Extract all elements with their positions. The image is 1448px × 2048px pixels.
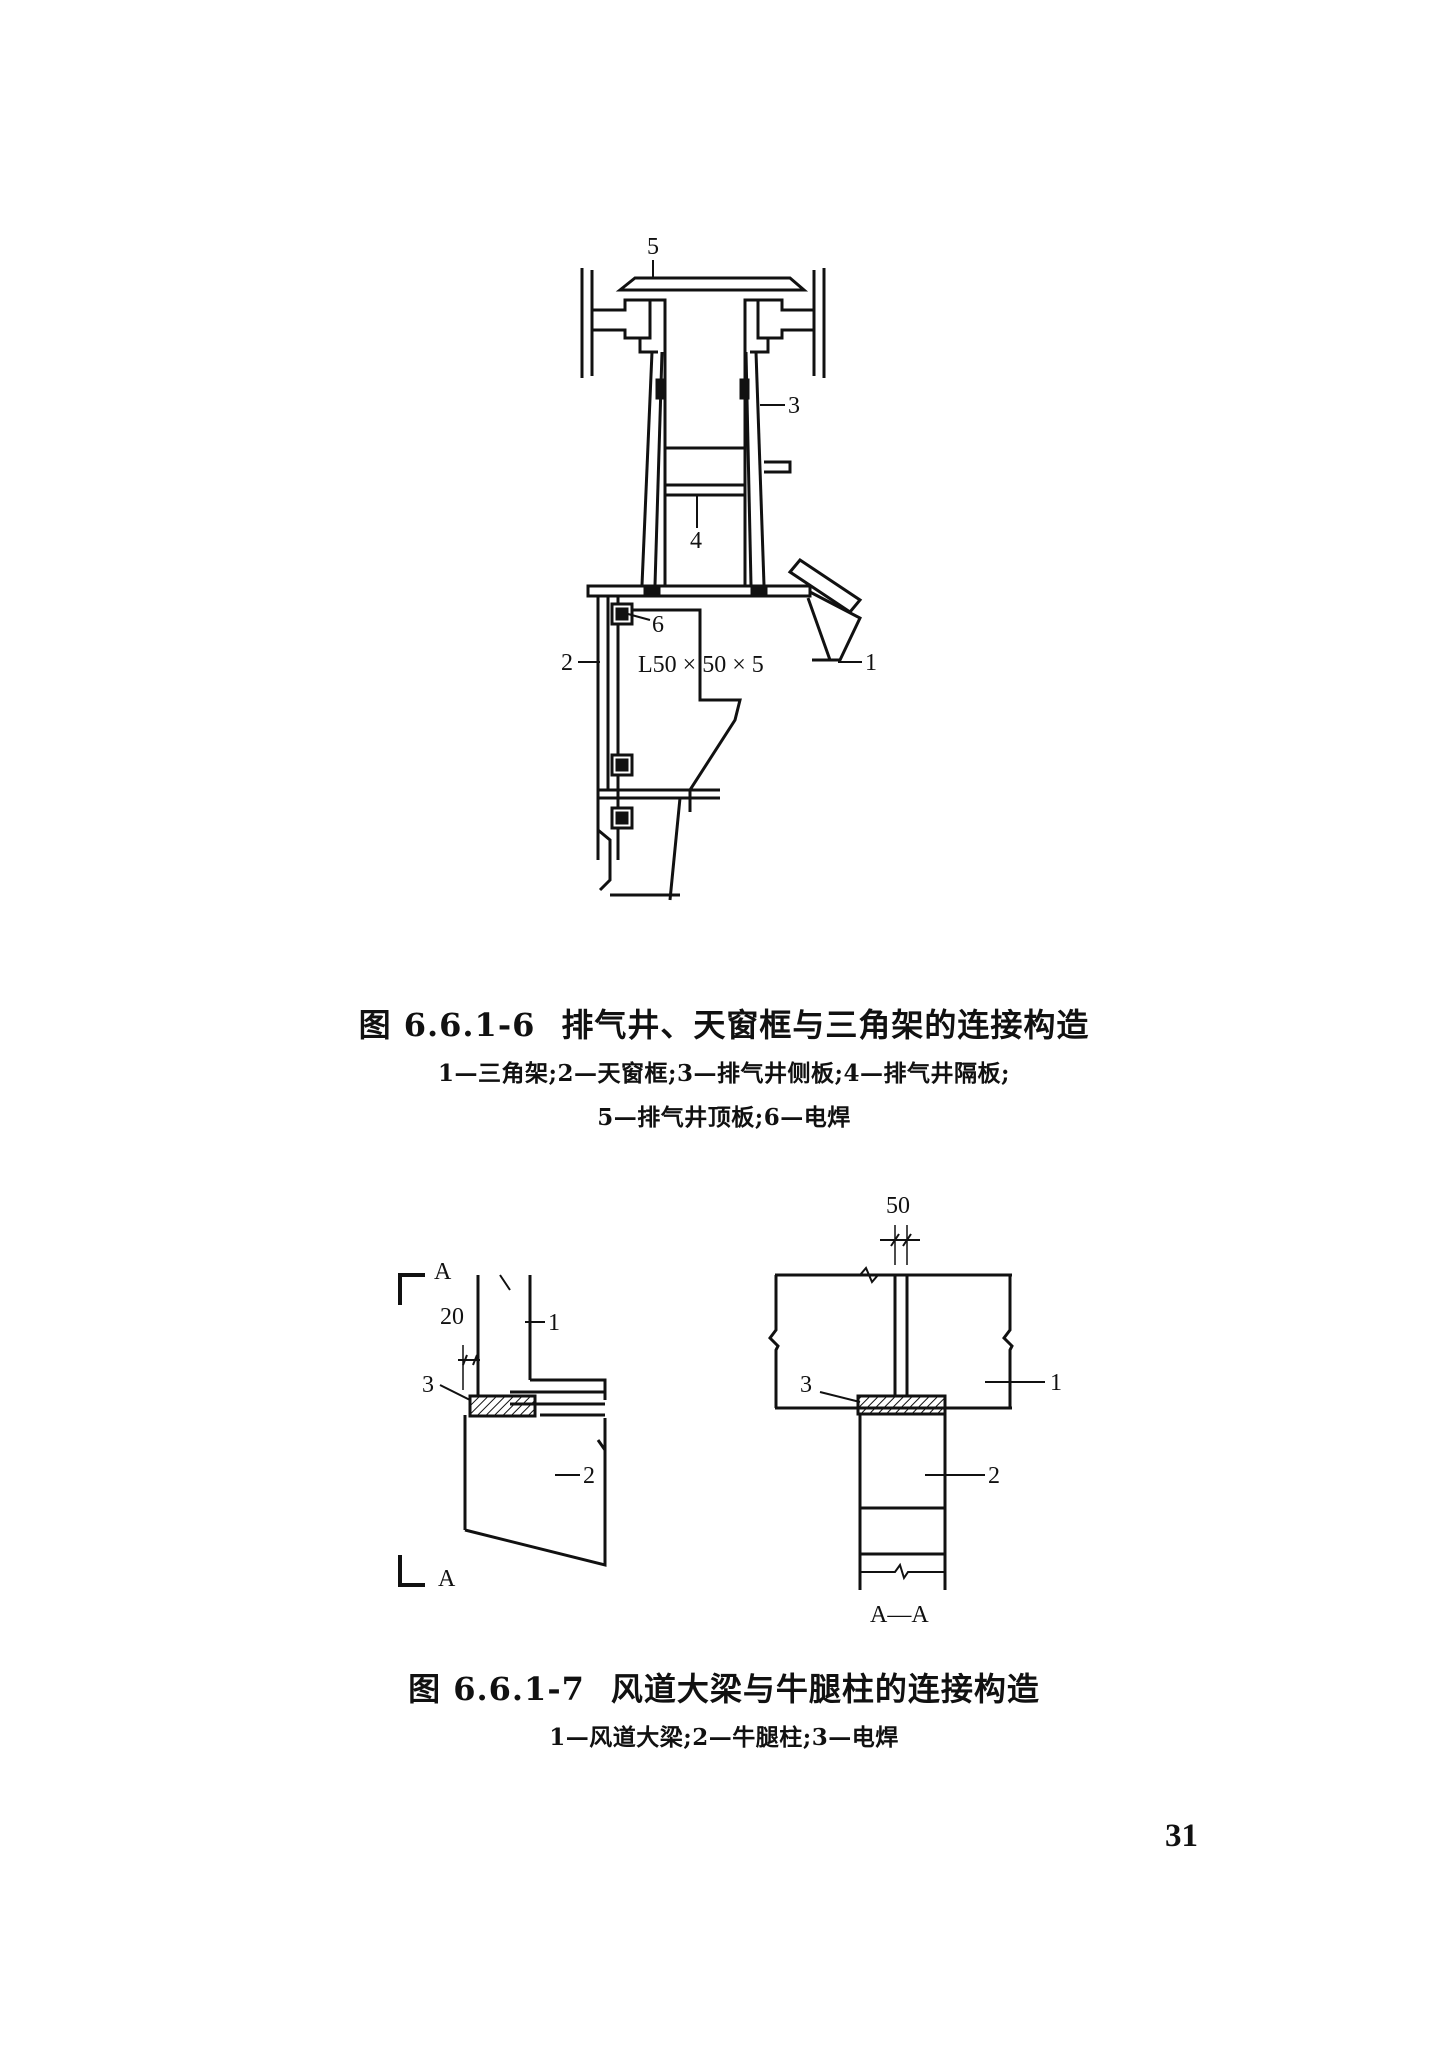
figure2-right-labels: 50 3 1 2 A—A [800,1193,1062,1628]
label-1-right: 1 [1050,1370,1062,1396]
label-3-left: 3 [422,1372,434,1398]
section-label-aa: A—A [870,1602,929,1628]
label-2-left: 2 [583,1463,595,1489]
label-5: 5 [647,234,659,260]
figure1-caption: 图 6.6.1-6 排气井、天窗框与三角架的连接构造 [0,1000,1448,1046]
figure1-number: 图 6.6.1-6 [358,1006,536,1044]
figure1-title: 排气井、天窗框与三角架的连接构造 [561,1006,1090,1044]
figure1-legend-line2: 5—排气井顶板;6—电焊 [597,1104,851,1131]
angle-spec: L50 × 50 × 5 [638,652,764,678]
dimension-20: 20 [440,1304,464,1330]
figure2-left-labels: A A 20 1 3 2 [422,1259,595,1592]
label-3: 3 [788,393,800,419]
figure2-caption: 图 6.6.1-7 风道大梁与牛腿柱的连接构造 [0,1664,1448,1710]
figure2-number: 图 6.6.1-7 [408,1670,585,1708]
label-4: 4 [690,528,702,554]
page-number: 31 [1165,1818,1198,1854]
label-1-left: 1 [548,1310,560,1336]
label-2: 2 [561,650,573,676]
section-mark-bottom: A [438,1566,456,1592]
figure2-right-drawing [768,1225,1045,1590]
label-3-right: 3 [800,1372,812,1398]
figure2-legend: 1—风道大梁;2—牛腿柱;3—电焊 [549,1724,899,1751]
figure2-left-drawing [398,1273,607,1587]
figure1-labels: 5 3 4 6 2 L50 × 50 × 5 1 [561,234,877,678]
figure1-legend-line1: 1—三角架;2—天窗框;3—排气井侧板;4—排气井隔板; [438,1060,1010,1087]
label-1: 1 [865,650,877,676]
figure1-drawing [578,260,863,901]
dimension-50: 50 [886,1193,910,1219]
label-2-right: 2 [988,1463,1000,1489]
label-6: 6 [652,612,664,638]
section-mark-top: A [434,1259,452,1285]
figure2-title: 风道大梁与牛腿柱的连接构造 [610,1670,1040,1708]
